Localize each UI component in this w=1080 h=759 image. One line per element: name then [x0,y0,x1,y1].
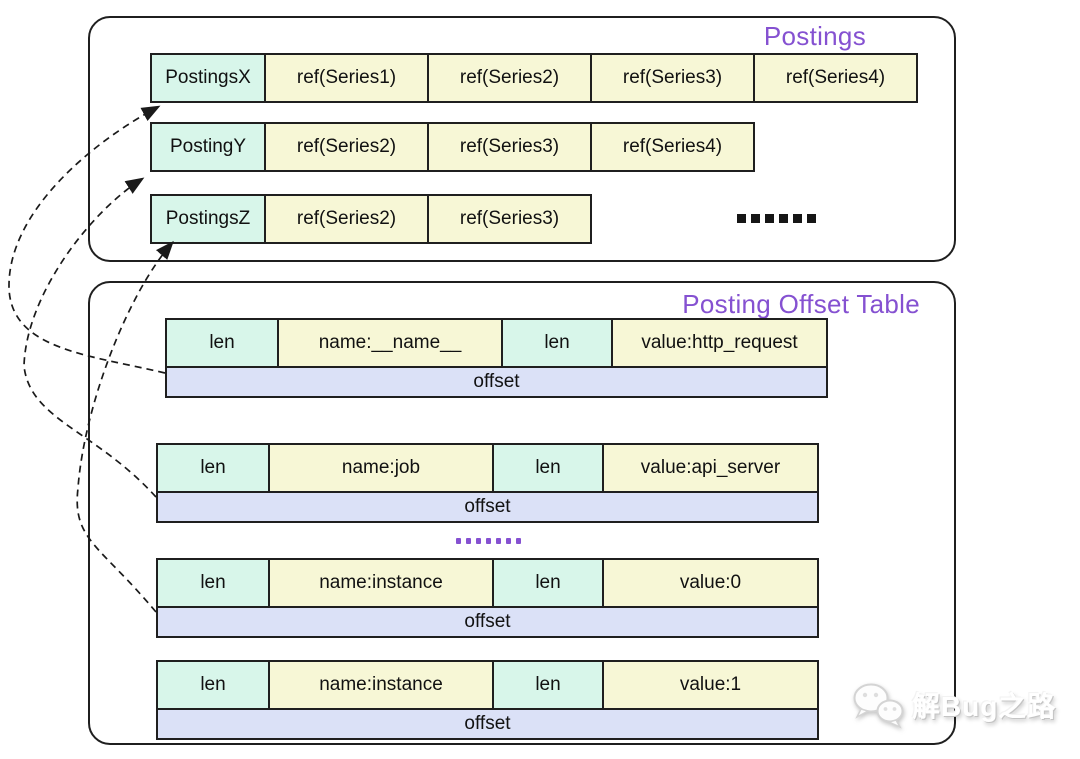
value-cell: value:0 [604,558,819,608]
series-ref-cell: ref(Series3) [429,122,592,172]
len-cell: len [494,660,604,710]
len-cell: len [494,443,604,493]
series-ref-cell: ref(Series4) [592,122,755,172]
value-cell: value:api_server [604,443,819,493]
entry-cells: len name:instance len value:0 [156,558,819,608]
series-ref-cell: ref(Series2) [266,194,429,244]
ellipsis-icon [737,214,816,223]
offset-cell: offset [156,710,819,740]
entry-cells: len name:job len value:api_server [156,443,819,493]
offset-cell: offset [156,608,819,638]
len-cell: len [156,558,270,608]
name-cell: name:job [270,443,494,493]
postings-title: Postings [763,21,866,51]
postings-label-cell: PostingY [150,122,266,172]
ellipsis-icon [456,538,521,544]
offset-cell: offset [165,368,828,398]
postings-row-z: PostingsZ ref(Series2) ref(Series3) [150,194,592,244]
offset-entry: len name:instance len value:1 offset [156,660,819,740]
postings-label-cell: PostingsX [150,53,266,103]
postings-row-x: PostingsX ref(Series1) ref(Series2) ref(… [150,53,918,103]
len-cell: len [503,318,613,368]
offset-cell: offset [156,493,819,523]
watermark-text: 解Bug之路 [912,691,1057,722]
offset-entry: len name:__name__ len value:http_request… [165,318,828,398]
watermark: 解Bug之路 [851,681,1056,729]
value-cell: value:1 [604,660,819,710]
series-ref-cell: ref(Series3) [429,194,592,244]
series-ref-cell: ref(Series1) [266,53,429,103]
name-cell: name:instance [270,558,494,608]
wechat-icon [853,683,904,729]
posting-offset-table-box: Posting Offset Table len name:__name__ l… [88,281,956,745]
postings-label-cell: PostingsZ [150,194,266,244]
len-cell: len [165,318,279,368]
name-cell: name:instance [270,660,494,710]
offset-entry: len name:instance len value:0 offset [156,558,819,638]
name-cell: name:__name__ [279,318,503,368]
postings-box: Postings PostingsX ref(Series1) ref(Seri… [88,16,956,262]
entry-cells: len name:__name__ len value:http_request [165,318,828,368]
len-cell: len [494,558,604,608]
value-cell: value:http_request [613,318,828,368]
series-ref-cell: ref(Series2) [266,122,429,172]
series-ref-cell: ref(Series2) [429,53,592,103]
offset-entry: len name:job len value:api_server offset [156,443,819,523]
postings-row-y: PostingY ref(Series2) ref(Series3) ref(S… [150,122,755,172]
series-ref-cell: ref(Series3) [592,53,755,103]
entry-cells: len name:instance len value:1 [156,660,819,710]
len-cell: len [156,660,270,710]
posting-offset-table-title: Posting Offset Table [682,289,920,319]
series-ref-cell: ref(Series4) [755,53,918,103]
len-cell: len [156,443,270,493]
